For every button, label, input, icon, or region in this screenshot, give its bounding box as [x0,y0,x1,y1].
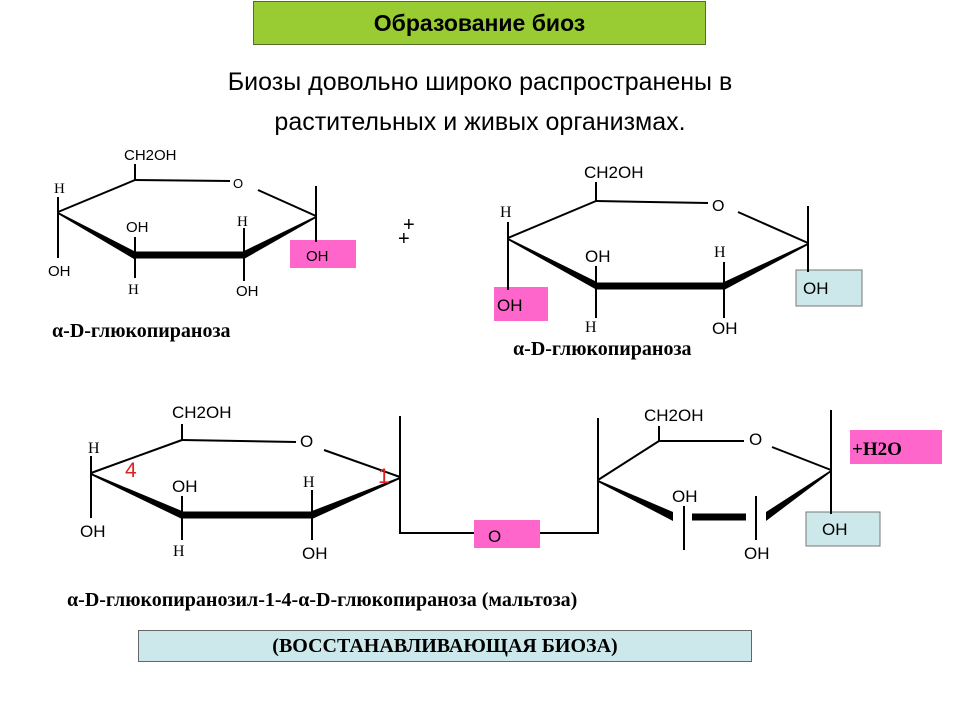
caption-molecule-2: α-D-глюкопираноза [513,338,692,360]
maltose-molecule: CH2OH O H OH OH H H OH 4 1 O CH2OH O OH … [80,403,942,563]
label-ring-o: O [712,198,724,215]
label-ch2oh: CH2OH [584,163,644,182]
intro-line-2: растительных и живых организмах. [274,108,686,136]
label-right-ch2oh: CH2OH [644,406,704,425]
caption-molecule-1: α-D-глюкопираноза [52,320,231,342]
label-oh-c3: OH [126,219,149,236]
wedge-left-left [91,473,182,519]
plus-sign-2: + [398,228,410,250]
bond-right-o-c1 [771,446,832,471]
highlight-oh-c1-right [805,511,881,547]
caption-maltose: α-D-глюкопиранозил-1-4-α-D-глюкопираноза… [67,589,578,611]
label-right-oh-c2: OH [744,544,770,563]
slide-title: Образование биоз [253,1,706,45]
label-left-oh-c4: OH [80,522,106,541]
label-oh-c1: OH [306,248,329,265]
bond-left-c5-c4 [90,439,183,474]
plus-sign-1: + [403,214,415,236]
label-left-ch2oh: CH2OH [172,403,232,422]
label-right-oh-c3: OH [672,487,698,506]
highlight-water [850,430,942,464]
label-left-h-c4: H [88,440,100,457]
label-h-c4: H [54,181,65,197]
wedge-right-right [766,470,831,521]
label-oh-c4: OH [48,263,71,280]
molecule-1-glucopyranose: CH2OH O H OH OH H H OH OH [48,147,356,300]
bond-c5-o [595,200,709,204]
wedge-right-left [598,480,673,521]
bond-right-c4-c5 [597,440,660,481]
intro-text: Биозы довольно широко распространены в р… [120,62,840,142]
label-left-oh-c2: OH [302,544,328,563]
wedge-left-mol2 [508,238,597,290]
wedge-left-right [312,477,400,519]
bond-left-c5-o [181,439,297,443]
label-atom-1: 1 [378,465,390,488]
wedge-right-mol1 [244,216,316,259]
highlight-bridge-o [474,520,540,548]
label-atom-4: 4 [125,459,137,482]
label-left-ring-o: O [300,432,313,451]
highlight-oh-c4-mol2 [494,287,548,321]
label-left-h-c3: H [173,543,185,560]
highlight-oh-c1-mol1 [290,240,356,268]
label-ch2oh: CH2OH [124,147,177,164]
label-h-c2: H [714,244,726,261]
label-right-oh-c1: OH [822,520,848,539]
wedge-left-mol1 [58,212,134,259]
bond-o-c1 [257,189,317,217]
highlight-oh-c1-mol2 [795,269,863,307]
label-bridge-o: O [488,527,501,546]
bond-c5-c4 [507,200,597,239]
label-right-ring-o: O [749,430,762,449]
bond-left-o-c1 [323,449,401,478]
label-h-c4: H [500,204,512,221]
molecule-2-glucopyranose: CH2OH O H OH OH H H OH OH [494,163,863,338]
bond-bridge-right-c4 [540,480,599,534]
bond-c5-o [134,179,231,182]
bond-o-c1 [737,211,809,244]
label-water: +H2O [852,439,902,460]
wedge-right-mol2 [724,243,808,290]
label-oh-c4: OH [497,296,523,315]
label-oh-c2: OH [236,283,259,300]
bond-c5-c4 [57,179,136,213]
label-left-oh-c3: OH [172,477,198,496]
intro-line-1: Биозы довольно широко распространены в [227,68,733,96]
label-h-c3: H [128,282,139,298]
label-h-c2: H [237,214,248,230]
label-oh-c3: OH [585,247,611,266]
label-ring-o: O [233,176,243,191]
bond-left-c1-bridge [399,477,474,534]
label-oh-c2: OH [712,319,738,338]
label-oh-c1: OH [803,279,829,298]
label-h-c3: H [585,319,597,336]
reducing-biose-label: (ВОССТАНАВЛИВАЮЩАЯ БИОЗА) [138,630,752,662]
label-left-h-c2: H [303,474,315,491]
